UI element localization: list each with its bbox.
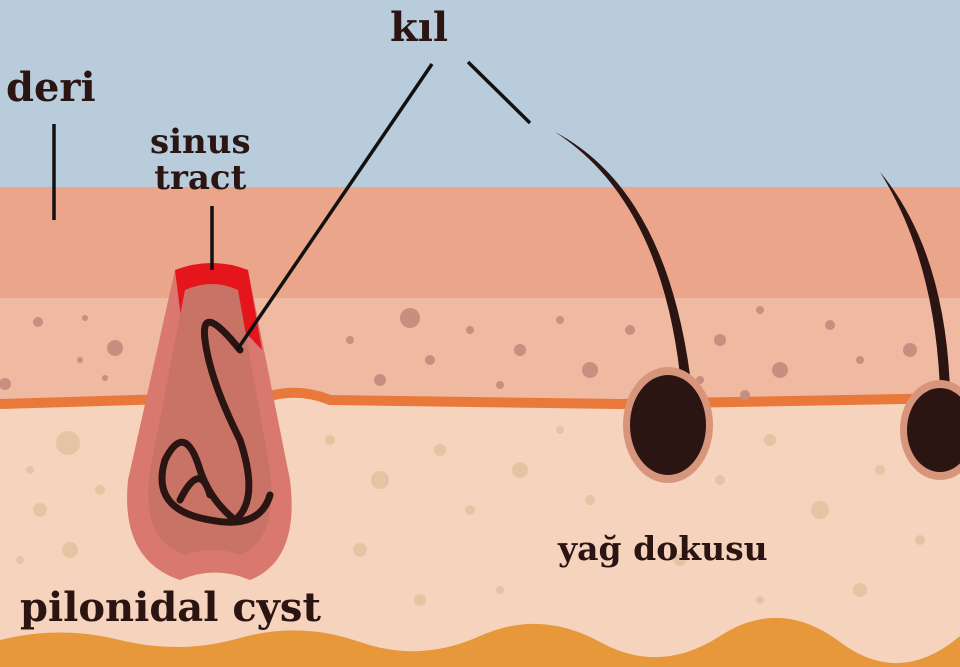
sinus-label-line1: sinus <box>150 122 251 162</box>
hair-follicle-2 <box>880 172 960 480</box>
sinus-tract-label: sinus tract <box>150 122 251 198</box>
leader-lines <box>52 60 532 351</box>
hair-follicle-1 <box>555 132 713 483</box>
hair-label: kıl <box>390 4 449 51</box>
ingrown-hair <box>158 318 274 526</box>
fat-dots <box>16 426 925 606</box>
skin-label: deri <box>6 64 96 111</box>
fat-tissue-label: yağ dokusu <box>558 529 768 568</box>
pilonidal-cyst-label: pilonidal cyst <box>20 584 321 631</box>
base-layer <box>0 617 960 667</box>
sinus-label-line2: tract <box>154 157 247 198</box>
dermis-dots <box>0 306 917 400</box>
